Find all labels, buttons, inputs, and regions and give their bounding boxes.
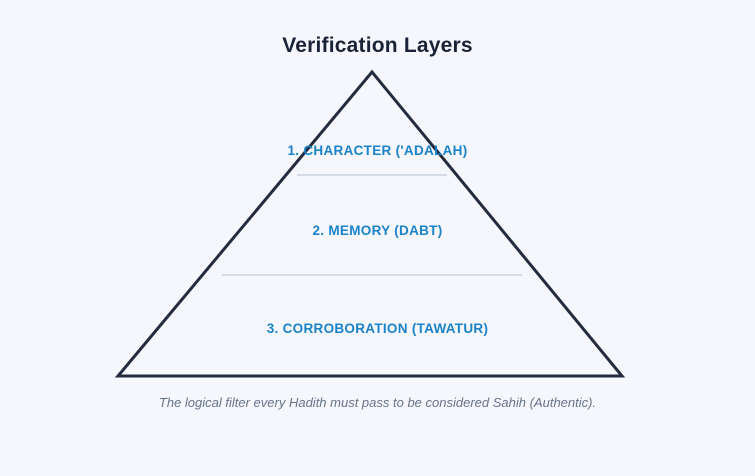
page-title: Verification Layers: [282, 34, 473, 57]
pyramid-outline-shape: [114, 69, 626, 378]
pyramid-layer-label-character: 1. CHARACTER ('ADALAH): [287, 143, 468, 158]
pyramid-layer-label-memory: 2. MEMORY (DABT): [312, 223, 443, 238]
pyramid-layer-label-corroboration: 3. CORROBORATION (TAWATUR): [266, 321, 489, 336]
figure-caption: The logical filter every Hadith must pas…: [158, 395, 597, 410]
